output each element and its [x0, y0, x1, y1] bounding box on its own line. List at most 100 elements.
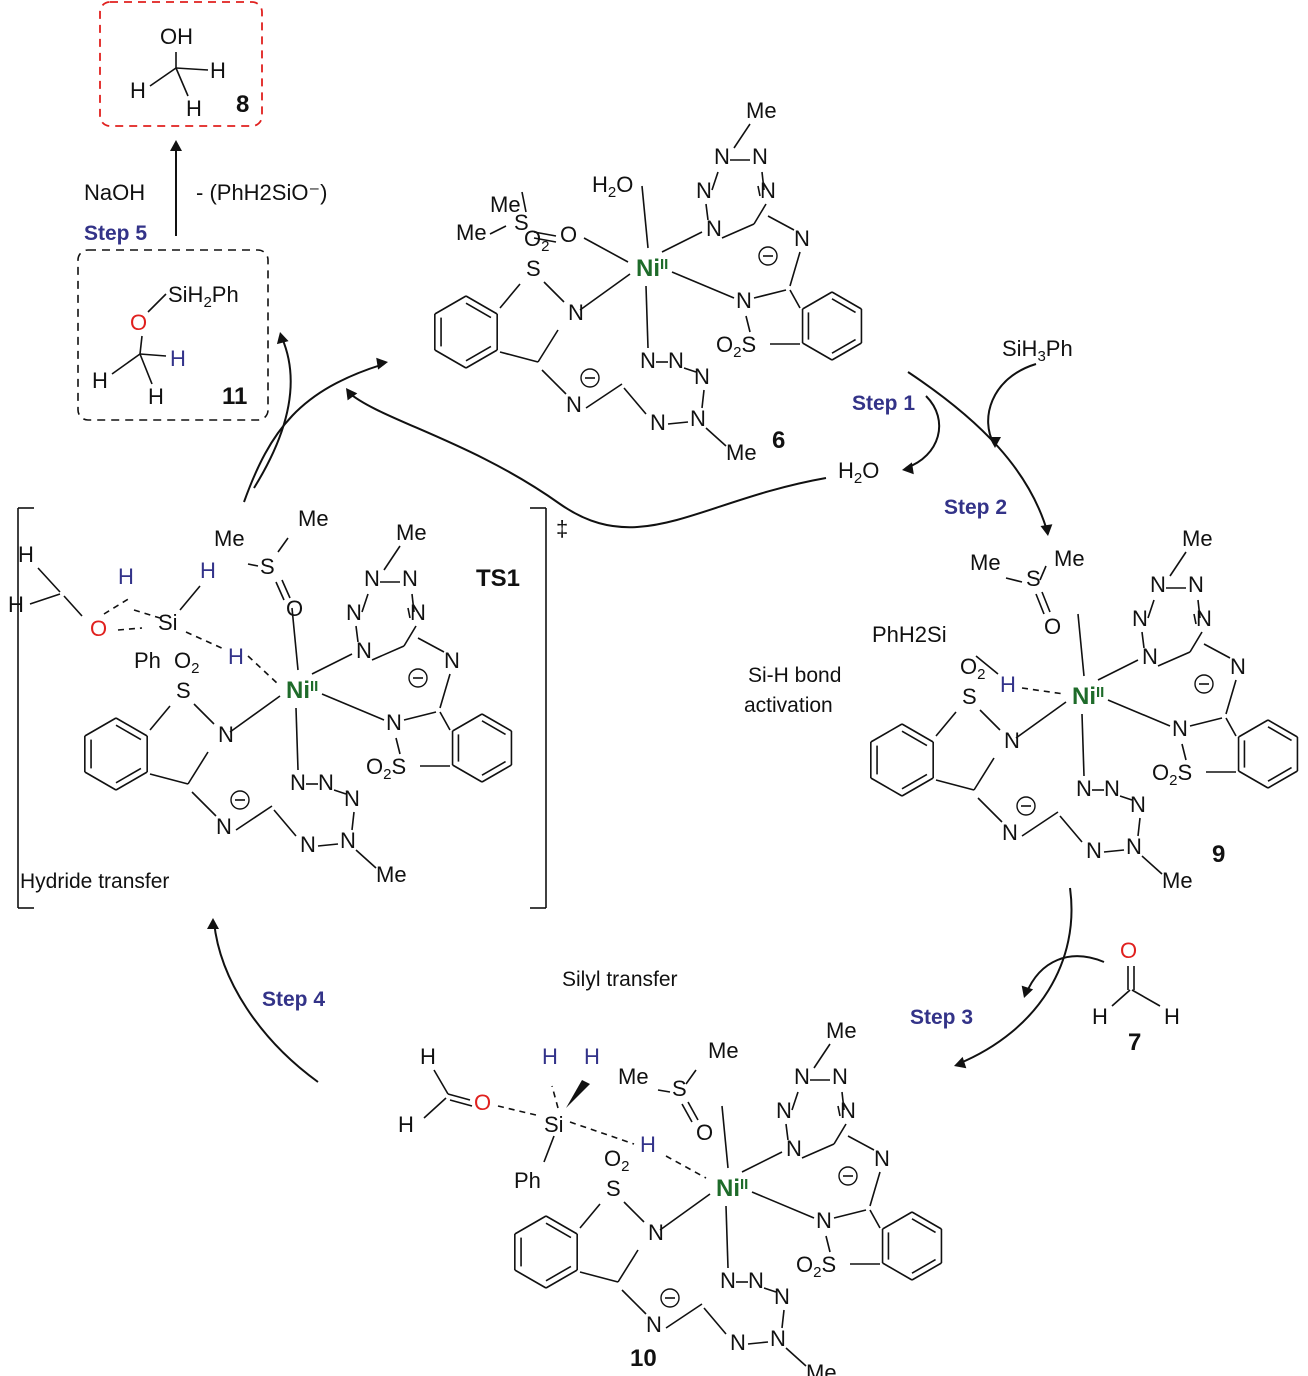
bond — [29, 593, 61, 605]
negative-charge-icon — [1194, 674, 1214, 694]
silane-label: SiH3Ph — [1002, 336, 1073, 365]
ring-double-bond — [831, 338, 856, 354]
ring-bond — [911, 1211, 942, 1230]
bond — [281, 579, 291, 599]
step4-arrow — [213, 921, 319, 1083]
step-2-label: Step 2 — [944, 496, 1007, 519]
bond — [191, 791, 217, 817]
bond — [1005, 577, 1023, 583]
ring-bond — [545, 1269, 578, 1289]
atom-label: N — [444, 648, 460, 673]
bond — [537, 329, 559, 363]
bond — [1131, 989, 1161, 1007]
atom-label: S — [514, 210, 529, 235]
sulfonyl-label: O2 — [604, 1146, 629, 1175]
atom-label: O — [1044, 614, 1061, 639]
bond — [1097, 659, 1139, 681]
atom-label: H — [1164, 1004, 1180, 1029]
bond — [791, 1091, 799, 1111]
bond — [489, 225, 507, 235]
arrow-head — [1021, 985, 1034, 998]
hydroxyl-label: OH — [160, 24, 193, 49]
methyl-label: Me — [298, 506, 329, 531]
bond — [785, 1123, 789, 1141]
compound-10-label: 10 — [630, 1345, 657, 1372]
sulfonyl-label: S — [176, 678, 191, 703]
atom-label: N — [346, 600, 362, 625]
step-1-label: Step 1 — [852, 392, 915, 415]
bond — [333, 789, 347, 795]
step-4-label: Step 4 — [262, 988, 325, 1011]
step-5-label: Step 5 — [84, 222, 147, 245]
hydride-label: H — [1000, 672, 1016, 697]
atom-label: N — [344, 786, 360, 811]
wedge-bond — [566, 1080, 590, 1108]
ring-bond — [911, 1262, 942, 1281]
ring-bond — [481, 713, 512, 732]
atom-label: S — [260, 554, 275, 579]
atom-label: N — [216, 814, 232, 839]
bond — [1059, 815, 1083, 843]
atom-label: O — [560, 222, 577, 247]
arrow-head — [954, 1056, 967, 1069]
bond — [449, 1099, 473, 1107]
bond — [103, 597, 131, 615]
bond — [683, 367, 697, 373]
hydride-label: H — [118, 564, 134, 589]
bond — [979, 709, 1001, 731]
bond — [681, 1103, 693, 1123]
phenyl-label: Ph — [514, 1168, 541, 1193]
ring-double-bond — [465, 345, 492, 362]
bond — [869, 1171, 881, 1207]
bond — [149, 67, 177, 87]
bond — [277, 537, 289, 553]
product-box — [99, 1, 263, 127]
atom-label: N — [566, 392, 582, 417]
sulfonyl-label: S — [606, 1176, 621, 1201]
hydride-interaction — [569, 1121, 635, 1145]
bond — [751, 1191, 815, 1219]
atom-label: N — [736, 288, 752, 313]
bond — [371, 645, 405, 661]
atom-label: N — [748, 1268, 764, 1293]
oxygen-label: O — [130, 310, 147, 335]
bond — [975, 655, 999, 675]
bond — [447, 1093, 471, 1101]
bond — [725, 1205, 729, 1269]
bond — [139, 353, 153, 385]
bond — [741, 1151, 783, 1173]
methyl-label: Me — [618, 1064, 649, 1089]
silane-entry-arrow — [987, 363, 1037, 445]
compound-11-label: 11 — [222, 383, 247, 410]
bond — [1169, 551, 1187, 577]
hydride-label: H — [228, 644, 244, 669]
bond — [579, 1203, 601, 1229]
methyl-label: Me — [806, 1360, 837, 1376]
atom-label: H — [148, 384, 164, 409]
methyl-label: Me — [1162, 868, 1193, 893]
atom-label: H — [398, 1112, 414, 1137]
ring-bond — [452, 713, 483, 732]
ring-double-bond — [831, 298, 856, 314]
sulfonyl-label: O2S — [366, 754, 406, 783]
bond — [247, 563, 259, 567]
silicon-label: Si — [158, 610, 178, 635]
ring-double-bond — [901, 773, 928, 790]
bond — [1197, 599, 1201, 619]
bond — [551, 1085, 559, 1109]
bond — [355, 849, 377, 869]
bond — [825, 1235, 831, 1253]
sulfonyl-label: O2S — [1152, 760, 1192, 789]
atom-label: S — [672, 1076, 687, 1101]
bond — [617, 1249, 639, 1283]
intermediate-box — [77, 249, 269, 421]
bond — [351, 811, 355, 831]
nickel-center: NiII — [636, 255, 668, 282]
bond — [543, 281, 565, 303]
ring-bond — [465, 349, 498, 369]
atom-label: N — [1002, 820, 1018, 845]
bond — [407, 607, 411, 619]
arrow-head — [989, 437, 1001, 448]
atom-label: N — [318, 770, 334, 795]
